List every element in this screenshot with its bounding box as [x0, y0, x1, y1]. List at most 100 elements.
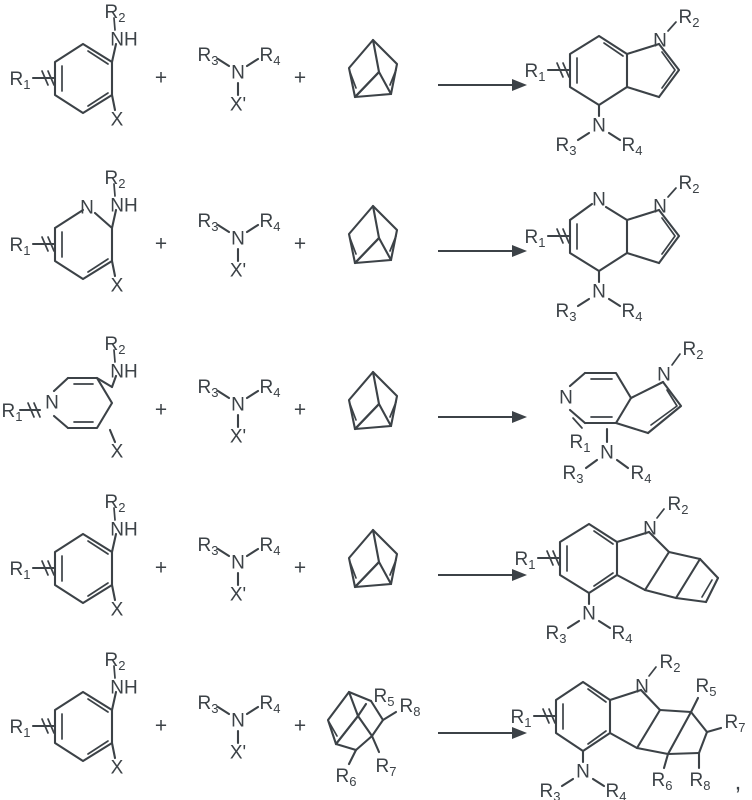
label-n: N	[231, 711, 245, 732]
label-r8: R8	[400, 696, 421, 719]
product-indole-1: N R2 R1 N R3 R4	[525, 7, 700, 158]
label-r5: R5	[374, 686, 395, 709]
reactant-aniline-5: R1 NH R2 X	[10, 650, 138, 779]
reaction-arrow	[438, 569, 527, 581]
label-n: N	[231, 553, 245, 574]
plus-sign: +	[155, 399, 167, 422]
label-r4: R4	[612, 623, 633, 646]
label-r1: R1	[570, 432, 591, 455]
plus-sign: +	[294, 557, 306, 580]
plus-sign: +	[155, 67, 167, 90]
label-nh: NH	[110, 30, 137, 51]
label-r1: R1	[525, 61, 546, 84]
label-n-amine: N	[600, 443, 614, 464]
reactant-aminopyridine-2: N R1 NH R2 X	[10, 168, 138, 297]
label-n-amine: N	[592, 282, 606, 303]
label-n-amine: N	[576, 762, 590, 783]
label-x-prime: X'	[230, 261, 246, 282]
label-x: X	[111, 758, 124, 779]
product-azaindole-5: N N R2 R1 N R3 R4	[559, 339, 703, 486]
label-r2: R2	[668, 494, 689, 517]
label-n: N	[231, 395, 245, 416]
label-x: X	[111, 600, 124, 621]
label-n-ring: N	[45, 393, 59, 414]
label-n-pyrrole: N	[657, 365, 671, 386]
label-r1: R1	[10, 559, 31, 582]
label-r3: R3	[540, 781, 561, 800]
label-r3: R3	[563, 463, 584, 486]
label-r2: R2	[679, 173, 700, 196]
reactant-amine-4: N R3 R4 X'	[198, 535, 281, 606]
label-n-ring: N	[80, 198, 94, 219]
reactant-norbornadiene-1	[347, 38, 399, 99]
reactant-aniline-4: R1 NH R2 X	[10, 492, 138, 621]
label-r4: R4	[260, 45, 281, 68]
label-r2: R2	[105, 334, 126, 357]
reaction-arrow	[438, 245, 527, 257]
reactant-aminopyridine-3: N R1 NH R2 X	[2, 334, 138, 463]
label-r3: R3	[198, 693, 219, 716]
reactant-norbornadiene-2	[347, 204, 399, 265]
label-x: X	[111, 276, 124, 297]
reactant-amine-1: N R3 R4 X'	[198, 45, 281, 116]
label-r3: R3	[546, 623, 567, 646]
label-nh: NH	[110, 362, 137, 383]
label-n-amine: N	[582, 604, 596, 625]
label-x: X	[111, 442, 124, 463]
label-n: N	[231, 63, 245, 84]
label-r6: R6	[336, 766, 357, 789]
reactant-amine-5: N R3 R4 X'	[198, 693, 281, 764]
label-r4: R4	[260, 693, 281, 716]
label-r3: R3	[556, 135, 577, 158]
reaction-row-2: N R1 NH R2 X + N R3 R4 X' +	[10, 168, 700, 324]
reaction-row-3: N R1 NH R2 X + N R3 R4 X'	[2, 334, 704, 486]
label-n-ring: N	[653, 31, 667, 52]
label-x-prime: X'	[230, 585, 246, 606]
reactant-amine-2: N R3 R4 X'	[198, 211, 281, 282]
label-n-amine: N	[592, 116, 606, 137]
label-n: N	[231, 229, 245, 250]
reaction-arrow	[438, 79, 527, 91]
label-r1: R1	[10, 69, 31, 92]
label-r2: R2	[105, 650, 126, 673]
label-r7: R7	[725, 712, 746, 735]
label-r3: R3	[556, 301, 577, 324]
label-r4: R4	[622, 301, 643, 324]
label-r2: R2	[679, 7, 700, 30]
label-r3: R3	[198, 377, 219, 400]
label-r4: R4	[606, 781, 627, 800]
label-n-ring: N	[643, 519, 657, 540]
reaction-arrow	[438, 727, 527, 739]
label-n-ring: N	[635, 677, 649, 698]
label-r4: R4	[260, 377, 281, 400]
reaction-row-4: R1 NH R2 X + N R3 R4 X' +	[10, 492, 720, 646]
label-n-ring: N	[559, 388, 573, 409]
label-r1: R1	[10, 717, 31, 740]
label-x-prime: X'	[230, 743, 246, 764]
plus-sign: +	[294, 715, 306, 738]
scheme-terminator: ,	[735, 769, 742, 796]
label-r4: R4	[631, 463, 652, 486]
label-n-pyrrole: N	[653, 197, 667, 218]
label-r1: R1	[511, 707, 532, 730]
label-x: X	[111, 110, 124, 131]
label-r2: R2	[105, 492, 126, 515]
plus-sign: +	[294, 67, 306, 90]
label-r1: R1	[515, 549, 536, 572]
label-r2: R2	[660, 652, 681, 675]
plus-sign: +	[155, 715, 167, 738]
label-x-prime: X'	[230, 427, 246, 448]
label-r5: R5	[696, 676, 717, 699]
reactant-norbornadiene-3	[347, 370, 399, 431]
reactant-substituted-norbornene-5: R5 R8 R6 R7	[326, 686, 421, 789]
reaction-arrow	[438, 411, 527, 423]
label-r1: R1	[525, 227, 546, 250]
label-r8: R8	[690, 770, 711, 793]
reaction-row-1: R1 NH R2 X + N R3 R4 X' +	[10, 2, 700, 158]
label-r2: R2	[105, 2, 126, 25]
label-r2: R2	[105, 168, 126, 191]
label-r3: R3	[198, 535, 219, 558]
product-fused-indoline-4: N R2 R1 N R3 R4	[515, 494, 720, 646]
label-r3: R3	[198, 211, 219, 234]
